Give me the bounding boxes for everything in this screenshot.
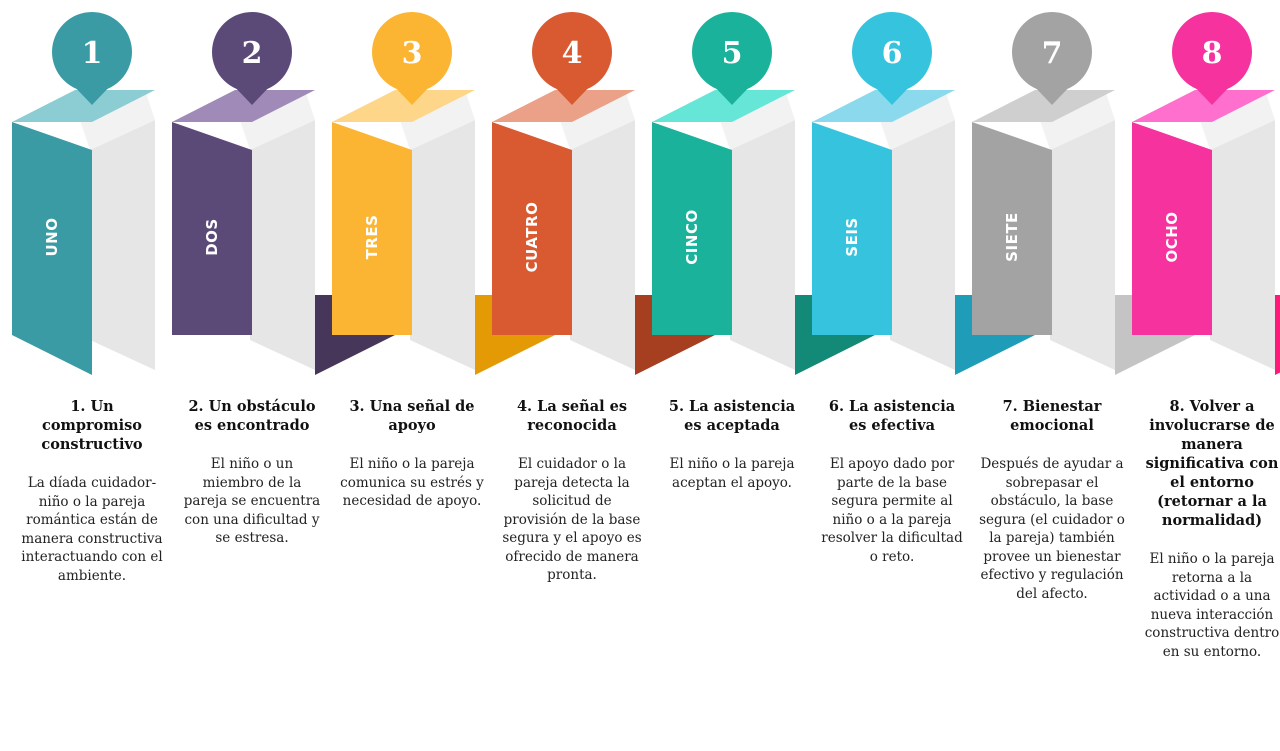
step-5-number: 5 <box>722 36 743 71</box>
panel-top <box>80 90 155 150</box>
step-8-caption: 8. Volver a involucrarse de manera signi… <box>1139 397 1280 661</box>
panel-top <box>1200 90 1275 150</box>
step-8-number: 8 <box>1202 36 1223 71</box>
step-4-caption: 4. La señal es reconocida El cuidador o l… <box>499 397 645 585</box>
panel-top <box>1040 90 1115 150</box>
step-3-strip <box>332 122 412 335</box>
panel-face <box>90 120 155 370</box>
step-2-top-band <box>172 90 315 122</box>
step-1-number: 1 <box>82 36 103 71</box>
panel-face <box>730 120 795 370</box>
step-3-pin-icon <box>372 12 452 92</box>
step-3-word: TRES <box>363 215 381 260</box>
step-7-word: SIETE <box>1003 212 1021 262</box>
step-2-strip <box>172 122 252 335</box>
step-3-title: 3. Una señal de apoyo <box>349 398 475 434</box>
step-1-caption: 1. Un compromiso constructivo La díada cu… <box>19 397 165 585</box>
panel-face <box>250 120 315 370</box>
panel-top <box>560 90 635 150</box>
step-6-caption: 6. La asistencia es efectiva El apoyo dad… <box>819 397 965 566</box>
step-2-word: DOS <box>203 218 221 256</box>
step-3-number: 3 <box>402 36 423 71</box>
step-1-graphic: UNO 1 <box>12 12 155 375</box>
step-6-pin-icon <box>852 12 932 92</box>
step-7-pin-icon <box>1012 12 1092 92</box>
step-1-top-band <box>12 90 155 122</box>
panel-top <box>720 90 795 150</box>
step-7-title: 7. Bienestar emocional <box>1002 398 1102 434</box>
step-2-title: 2. Un obstáculo es encontrado <box>188 398 316 434</box>
step-5-title: 5. La asistencia es aceptada <box>668 398 796 434</box>
step-1-strip <box>12 122 92 375</box>
step-4-description: El cuidador o la pareja detecta la solic… <box>502 456 642 583</box>
step-2-pin-icon <box>212 12 292 92</box>
step-4-word: CUATRO <box>523 202 541 273</box>
step-4-top-band <box>492 90 635 122</box>
step-6-number: 6 <box>882 36 903 71</box>
step-5-top-band <box>652 90 795 122</box>
step-5-strip <box>652 122 732 335</box>
step-8-description: El niño o la pareja retorna a la activid… <box>1144 551 1280 660</box>
panel-top <box>880 90 955 150</box>
step-3-top-band <box>332 90 475 122</box>
step-2-number: 2 <box>242 36 263 71</box>
step-6-strip <box>812 122 892 335</box>
step-7-top-band <box>972 90 1115 122</box>
step-7-number: 7 <box>1042 36 1063 71</box>
step-3-caption: 3. Una señal de apoyo El niño o la pareja… <box>339 397 485 511</box>
step-4-pin-icon <box>532 12 612 92</box>
step-5-word: CINCO <box>683 209 701 264</box>
panel-top <box>400 90 475 150</box>
step-4-strip <box>492 122 572 335</box>
step-8-word: OCHO <box>1163 211 1181 262</box>
step-1-description: La díada cuidador-niño o la pareja román… <box>21 475 163 584</box>
step-5-pin-icon <box>692 12 772 92</box>
step-8-graphic: OCHO 8 <box>1132 12 1280 375</box>
step-8-pin-icon <box>1172 12 1252 92</box>
panel-face <box>570 120 635 370</box>
step-1-title: 1. Un compromiso constructivo <box>41 398 143 453</box>
step-2-caption: 2. Un obstáculo es encontrado El niño o u… <box>179 397 325 548</box>
step-8-base <box>1275 295 1280 375</box>
step-4-title: 4. La señal es reconocida <box>516 398 628 434</box>
step-1-word: UNO <box>43 218 61 257</box>
step-6-description: El apoyo dado por parte de la base segur… <box>821 456 963 565</box>
panel-face <box>410 120 475 370</box>
step-7-description: Después de ayudar a sobrepasar el obstác… <box>979 456 1125 602</box>
steps-diagram: UNO1DOS2TRES3CUATRO4CINCO5SEIS6SIETE7OCH… <box>12 12 1280 375</box>
step-8-strip <box>1132 122 1212 335</box>
step-4-number: 4 <box>562 36 583 71</box>
panel-face <box>1210 120 1275 370</box>
step-7-strip <box>972 122 1052 335</box>
step-3-description: El niño o la pareja comunica su estrés y… <box>340 456 484 509</box>
step-4-graphic: CUATRO 4 <box>492 12 715 375</box>
step-8-title: 8. Volver a involucrarse de manera signi… <box>1145 398 1279 529</box>
step-5-description: El niño o la pareja aceptan el apoyo. <box>669 456 795 491</box>
step-6-title: 6. La asistencia es efectiva <box>828 398 956 434</box>
step-5-caption: 5. La asistencia es aceptada El niño o la… <box>659 397 805 492</box>
panel-face <box>1050 120 1115 370</box>
step-1-pin-icon <box>52 12 132 92</box>
panel-face <box>890 120 955 370</box>
step-2-description: El niño o un miembro de la pareja se enc… <box>183 456 321 546</box>
panel-top <box>240 90 315 150</box>
step-6-word: SEIS <box>843 217 861 256</box>
step-8-top-band <box>1132 90 1275 122</box>
step-6-top-band <box>812 90 955 122</box>
